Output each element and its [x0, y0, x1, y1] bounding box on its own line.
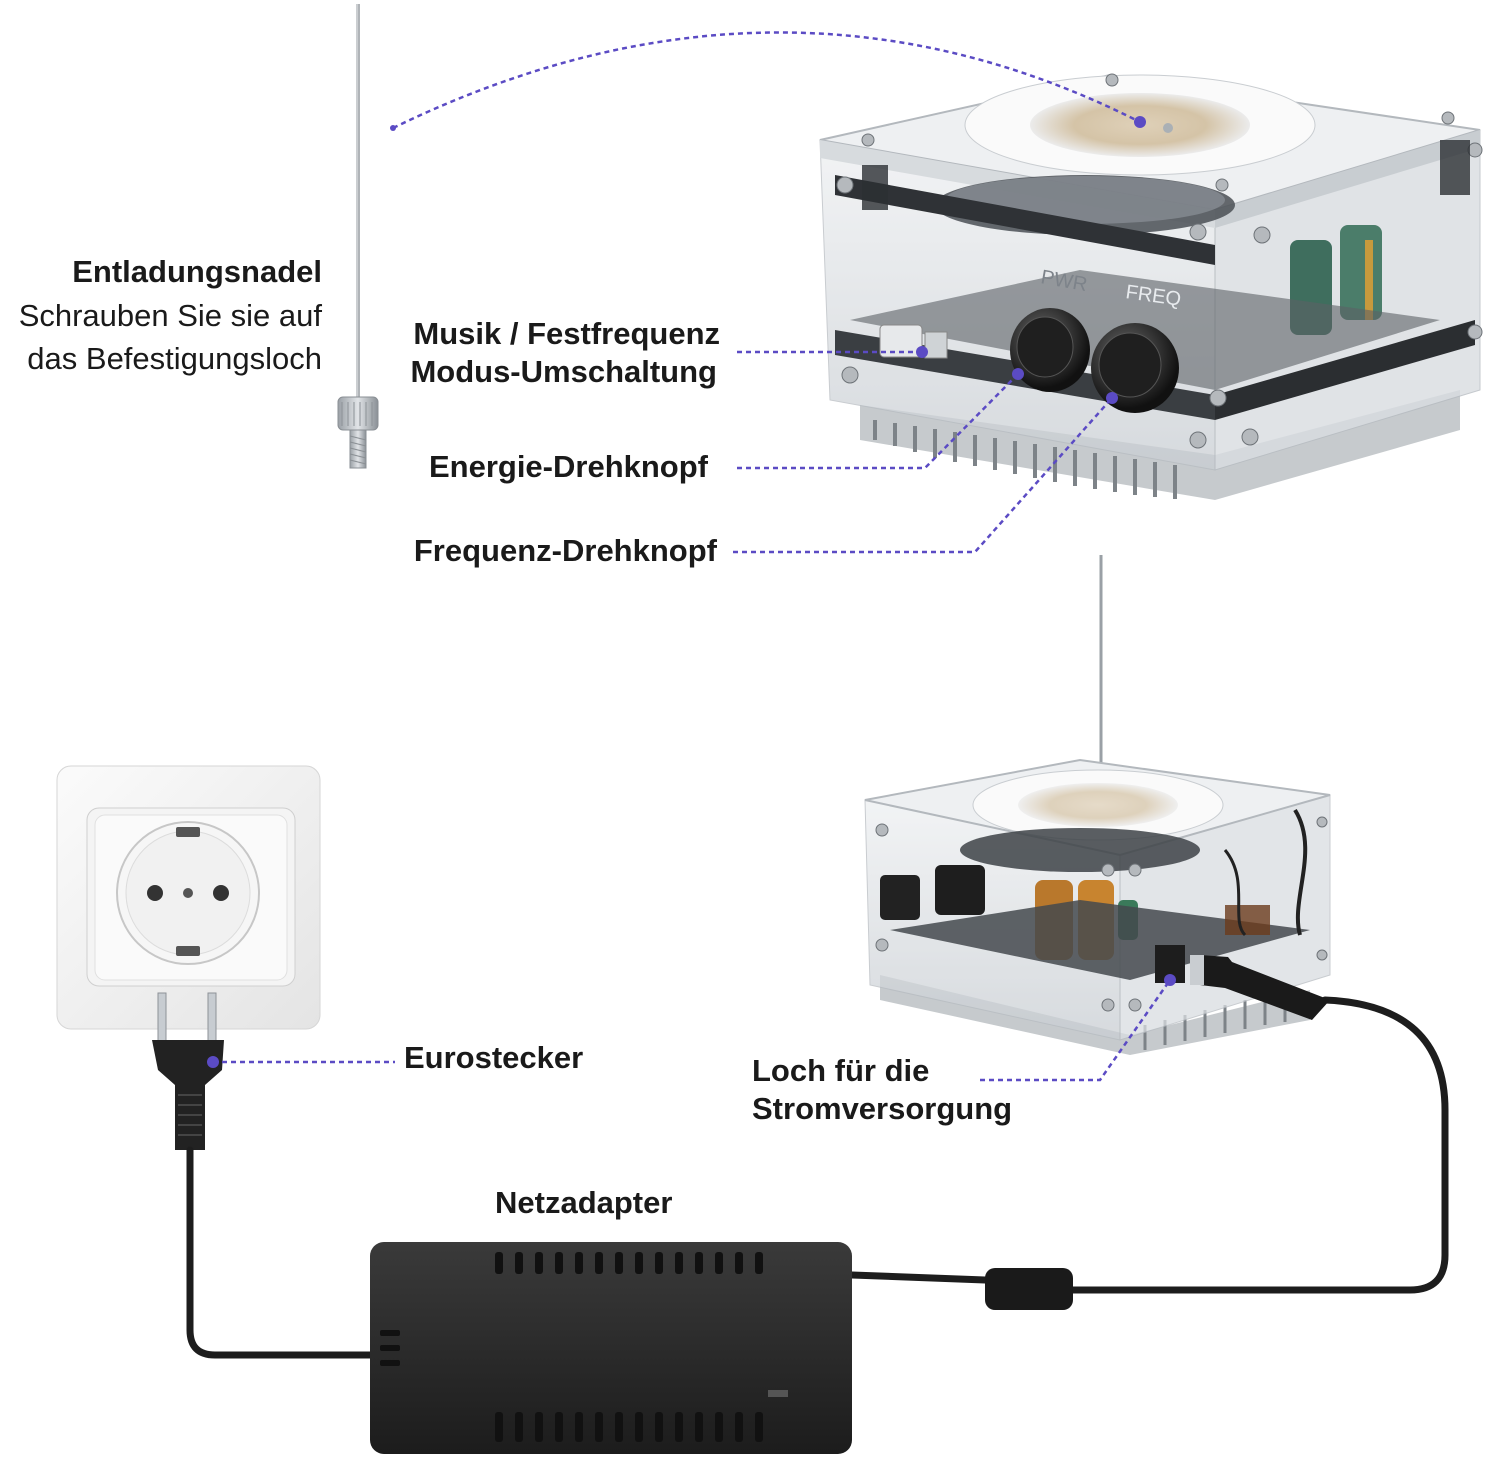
needle-title: Entladungsnadel — [72, 254, 322, 289]
leader-dots — [207, 116, 1176, 1068]
plug-label: Eurostecker — [404, 1040, 584, 1075]
frequency-knob — [1091, 323, 1179, 413]
dc-plug — [1190, 955, 1330, 1020]
ferrite-core — [985, 1268, 1073, 1310]
mode-label-line1: Musik / Festfrequenz — [413, 316, 720, 351]
mode-label-line2: Modus-Umschaltung — [410, 354, 717, 389]
wall-socket — [56, 765, 321, 1030]
adapter-label: Netzadapter — [495, 1185, 673, 1220]
leader-needle — [392, 31, 1141, 130]
discharge-needle — [337, 4, 379, 469]
power-knob-label: Energie-Drehknopf — [428, 449, 708, 484]
power-hole-label-line2: Stromversorgung — [752, 1091, 1013, 1126]
power-hole-label-line1: Loch für die — [752, 1053, 930, 1088]
needle-desc-line1: Schrauben Sie sie auf — [18, 298, 322, 333]
power-knob — [1010, 308, 1090, 392]
freq-knob-label: Frequenz-Drehknopf — [413, 533, 717, 568]
leader-freq-knob — [733, 397, 1113, 554]
leader-lines — [213, 31, 1172, 1082]
cables — [186, 996, 1449, 1359]
tesla-coil-device-large: PWR FREQ — [819, 73, 1483, 500]
power-adapter — [370, 1242, 852, 1454]
needle-desc-line2: das Befestigungsloch — [27, 341, 322, 376]
euro-plug — [152, 992, 224, 1150]
leader-power-hole — [980, 979, 1172, 1082]
